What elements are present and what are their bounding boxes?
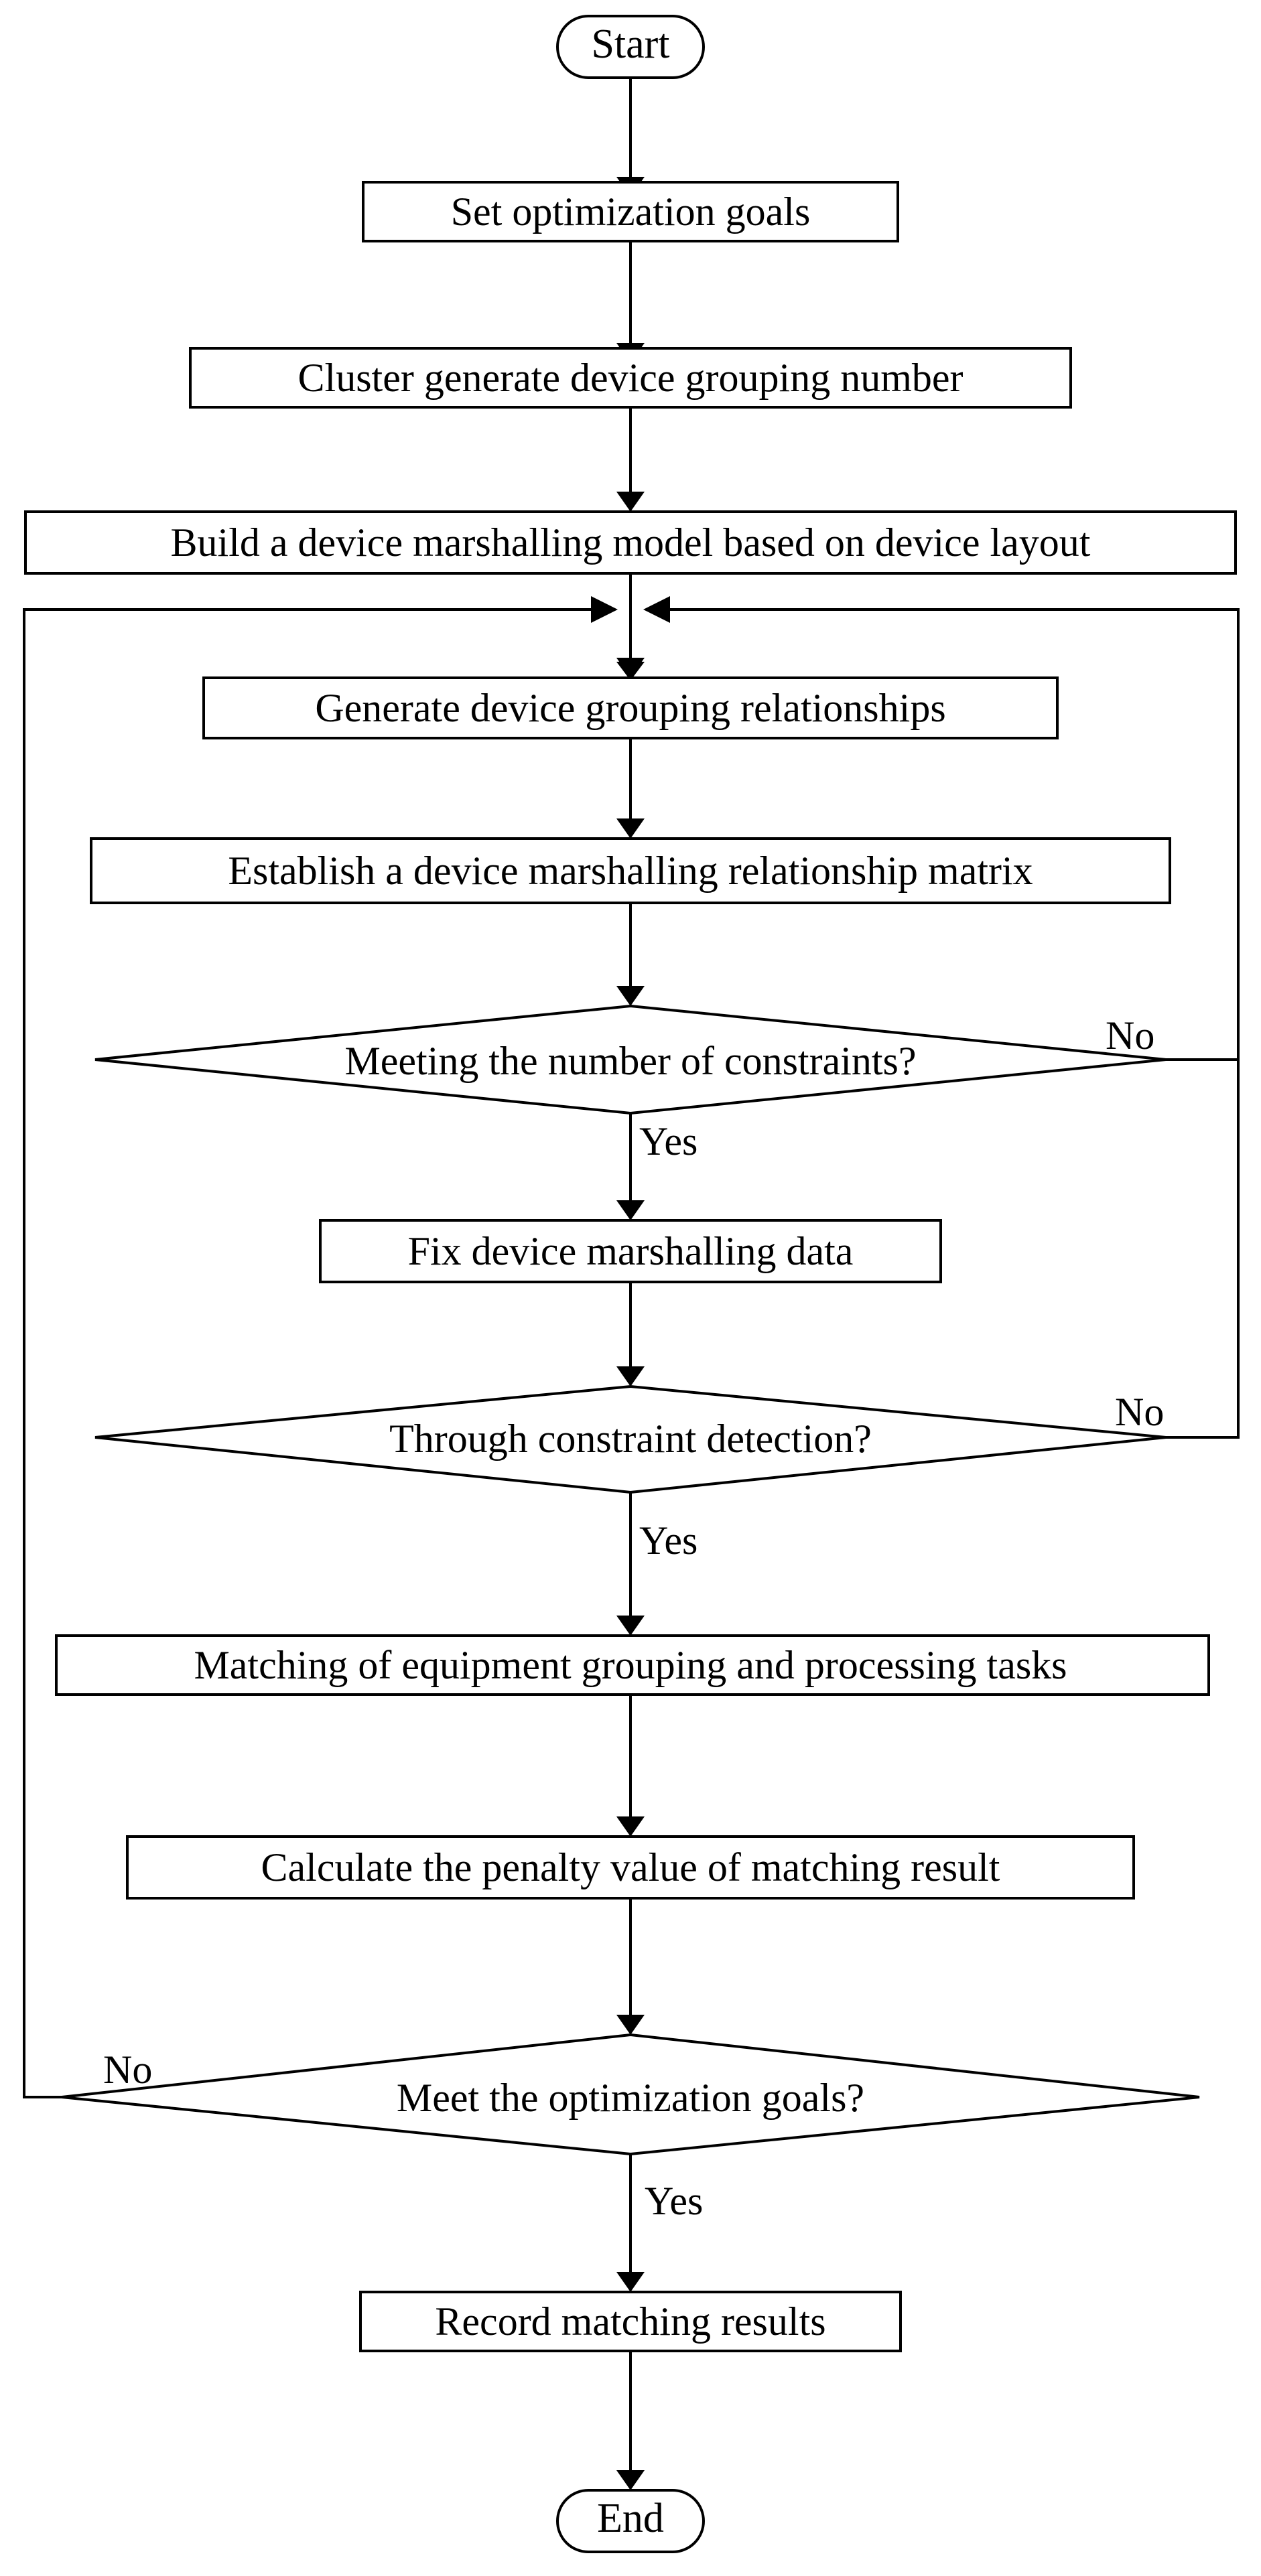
step-calculate-penalty-label: Calculate the penalty value of matching … bbox=[261, 1845, 1000, 1889]
step-build-model: Build a device marshalling model based o… bbox=[24, 510, 1237, 575]
step-cluster-label: Cluster generate device grouping number bbox=[298, 356, 964, 400]
connector-loop-left bbox=[23, 608, 596, 2098]
step-fix-data-label: Fix device marshalling data bbox=[408, 1229, 854, 1273]
step-generate-relationships-label: Generate device grouping relationships bbox=[315, 686, 945, 730]
arrowhead-right-merge bbox=[643, 596, 670, 623]
arrowhead bbox=[616, 1616, 645, 1636]
arrowhead-left-merge bbox=[591, 596, 618, 623]
step-calculate-penalty: Calculate the penalty value of matching … bbox=[126, 1835, 1135, 1900]
decision-constraints-number: Meeting the number of constraints? bbox=[94, 1004, 1167, 1115]
arrowhead bbox=[616, 2470, 645, 2490]
branch-label-yes-1: Yes bbox=[639, 1119, 698, 1163]
decision-constraints-number-label: Meeting the number of constraints? bbox=[344, 1039, 916, 1083]
branch-label-yes-2: Yes bbox=[639, 1518, 698, 1563]
arrowhead bbox=[616, 1816, 645, 1837]
arrowhead bbox=[616, 1366, 645, 1386]
end-label: End bbox=[597, 2496, 664, 2541]
branch-label-no-1: No bbox=[1106, 1013, 1154, 1058]
step-establish-matrix: Establish a device marshalling relations… bbox=[90, 837, 1171, 904]
step-cluster: Cluster generate device grouping number bbox=[189, 347, 1072, 409]
start-terminal: Start bbox=[556, 15, 705, 79]
arrowhead bbox=[616, 2272, 645, 2292]
step-fix-data: Fix device marshalling data bbox=[319, 1219, 942, 1283]
step-record-results: Record matching results bbox=[359, 2291, 902, 2352]
branch-label-no-3: No bbox=[103, 2048, 152, 2092]
step-matching-label: Matching of equipment grouping and proce… bbox=[194, 1643, 1067, 1687]
decision-optimization-goals-label: Meet the optimization goals? bbox=[397, 2076, 864, 2120]
step-set-goals: Set optimization goals bbox=[362, 181, 899, 242]
decision-optimization-goals: Meet the optimization goals? bbox=[61, 2033, 1200, 2156]
arrowhead bbox=[616, 1200, 645, 1220]
arrowhead bbox=[616, 658, 645, 678]
step-establish-matrix-label: Establish a device marshalling relations… bbox=[228, 849, 1033, 893]
branch-label-yes-3: Yes bbox=[645, 2179, 703, 2223]
arrowhead bbox=[616, 492, 645, 512]
branch-label-no-2: No bbox=[1115, 1390, 1164, 1434]
arrowhead bbox=[616, 2015, 645, 2035]
end-terminal: End bbox=[556, 2489, 705, 2553]
arrowhead bbox=[616, 818, 645, 839]
step-record-results-label: Record matching results bbox=[435, 2299, 825, 2344]
step-matching: Matching of equipment grouping and proce… bbox=[55, 1634, 1210, 1696]
start-label: Start bbox=[591, 21, 669, 67]
branch-labels: No Yes No Yes No Yes bbox=[103, 1013, 1164, 2223]
connector-loop-right bbox=[665, 608, 1240, 1061]
decision-constraint-detection: Through constraint detection? bbox=[94, 1384, 1167, 1494]
step-build-model-label: Build a device marshalling model based o… bbox=[171, 520, 1091, 565]
decision-constraint-detection-label: Through constraint detection? bbox=[389, 1417, 872, 1461]
step-set-goals-label: Set optimization goals bbox=[451, 190, 811, 234]
connectors bbox=[23, 78, 1240, 2490]
arrowhead bbox=[616, 986, 645, 1006]
step-generate-relationships: Generate device grouping relationships bbox=[202, 676, 1059, 739]
